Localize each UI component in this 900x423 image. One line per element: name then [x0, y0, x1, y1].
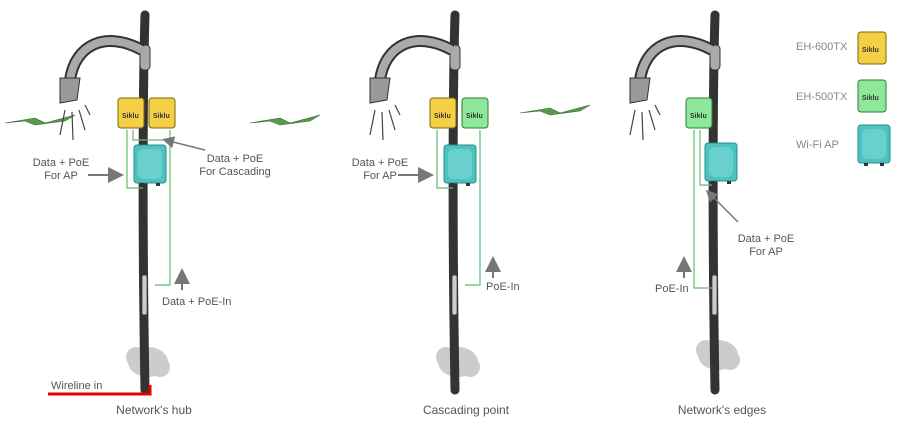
label-ap-feed: Data + PoE — [352, 157, 409, 169]
svg-text:Siklu: Siklu — [153, 113, 170, 120]
cabling — [436, 130, 481, 286]
cabling — [693, 130, 712, 289]
site-cascading-point: Siklu Siklu Data + PoE For AP PoE-In Cas… — [352, 15, 591, 417]
eh-600tx-radio-icon: Siklu — [117, 97, 145, 129]
svg-text:For AP: For AP — [749, 246, 783, 258]
label-feed-in: PoE-In — [655, 283, 689, 295]
label-feed-in: Data + PoE-In — [162, 296, 231, 308]
wireless-link-icon — [4, 114, 76, 126]
svg-text:Siklu: Siklu — [122, 113, 139, 120]
svg-text:Siklu: Siklu — [434, 113, 451, 120]
site-caption: Network's edges — [678, 403, 766, 417]
wifi-ap-icon — [443, 144, 477, 187]
eh-600tx-radio-icon: Siklu — [148, 97, 176, 129]
wireless-link-icon — [519, 104, 591, 116]
svg-text:For AP: For AP — [363, 170, 397, 182]
wifi-ap-icon — [857, 124, 891, 167]
svg-text:Siklu: Siklu — [690, 113, 707, 120]
svg-text:For AP: For AP — [44, 170, 78, 182]
site-network-hub: Siklu Siklu Data + PoE For AP Data + PoE… — [4, 15, 321, 417]
label-ap-feed: Data + PoE — [738, 233, 795, 245]
street-pole-icon — [630, 15, 720, 390]
site-caption: Network's hub — [116, 403, 192, 417]
legend: EH-600TX Siklu EH-500TX Siklu Wi-Fi AP — [796, 31, 891, 167]
label-ap-feed: Data + PoE — [33, 157, 90, 169]
wifi-ap-icon — [704, 142, 738, 185]
eh-500tx-radio-icon: Siklu — [857, 79, 887, 113]
eh-500tx-radio-icon: Siklu — [685, 97, 713, 129]
label-wireline: Wireline in — [51, 380, 102, 392]
wifi-ap-icon — [133, 144, 167, 187]
site-network-edges: Siklu Data + PoE For AP PoE-In Network's… — [630, 15, 794, 417]
wireline — [48, 385, 152, 396]
eh-500tx-radio-icon: Siklu — [461, 97, 489, 129]
legend-label: EH-500TX — [796, 91, 848, 103]
legend-label: EH-600TX — [796, 41, 848, 53]
wireless-link-icon — [249, 114, 321, 126]
label-cascade: Data + PoE — [207, 153, 264, 165]
label-feed-in: PoE-In — [486, 281, 520, 293]
eh-600tx-radio-icon: Siklu — [429, 97, 457, 129]
svg-text:Siklu: Siklu — [466, 113, 483, 120]
svg-text:Siklu: Siklu — [862, 47, 879, 54]
svg-text:Siklu: Siklu — [862, 95, 879, 102]
cabling — [126, 130, 171, 286]
legend-label: Wi-Fi AP — [796, 139, 839, 151]
street-pole-icon — [60, 15, 150, 390]
site-caption: Cascading point — [423, 403, 510, 417]
svg-text:For Cascading: For Cascading — [199, 166, 271, 178]
street-pole-icon — [370, 15, 460, 390]
eh-600tx-radio-icon: Siklu — [857, 31, 887, 65]
